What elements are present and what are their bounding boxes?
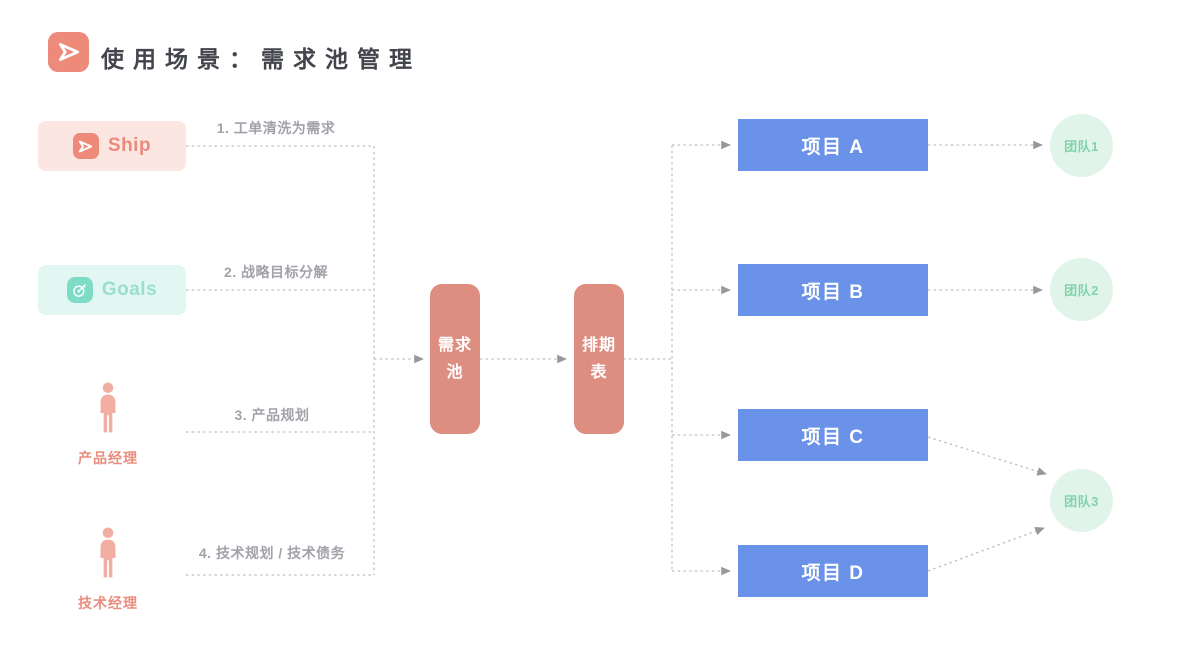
node-project-a: 项目 A xyxy=(738,119,928,171)
page-title: 使用场景：需求池管理 xyxy=(101,46,421,72)
node-requirement-pool: 需求池 xyxy=(430,284,480,434)
node-ship-label: Ship xyxy=(107,135,152,156)
node-team-1: 团队1 xyxy=(1050,114,1113,177)
ship-arrow-icon xyxy=(72,133,99,159)
node-project-c: 项目 C xyxy=(738,409,928,461)
node-schedule-table-label: 排期表 xyxy=(581,336,616,381)
ship-arrow-icon xyxy=(56,39,82,65)
node-tech-manager-label: 技术经理 xyxy=(78,595,138,611)
node-team-3: 团队3 xyxy=(1050,469,1113,532)
node-requirement-pool-label: 需求池 xyxy=(437,336,472,381)
person-icon xyxy=(94,382,122,442)
goals-target-icon xyxy=(66,277,93,303)
node-product-manager-label: 产品经理 xyxy=(78,450,138,466)
node-team-2: 团队2 xyxy=(1050,258,1113,321)
edge-label-2: 2. 战略目标分解 xyxy=(223,264,329,280)
person-icon xyxy=(94,527,122,587)
node-goals: Goals xyxy=(38,265,186,315)
node-product-manager: 产品经理 xyxy=(58,382,158,468)
edge-label-1: 1. 工单清洗为需求 xyxy=(216,120,336,136)
edge-label-4: 4. 技术规划 / 技术债务 xyxy=(198,545,346,561)
node-tech-manager: 技术经理 xyxy=(58,527,158,613)
edge-label-3: 3. 产品规划 xyxy=(234,407,310,423)
node-ship: Ship xyxy=(38,121,186,171)
node-project-b: 项目 B xyxy=(738,264,928,316)
app-logo xyxy=(48,32,89,72)
node-project-d: 项目 D xyxy=(738,545,928,597)
node-goals-label: Goals xyxy=(101,279,158,300)
node-schedule-table: 排期表 xyxy=(574,284,624,434)
